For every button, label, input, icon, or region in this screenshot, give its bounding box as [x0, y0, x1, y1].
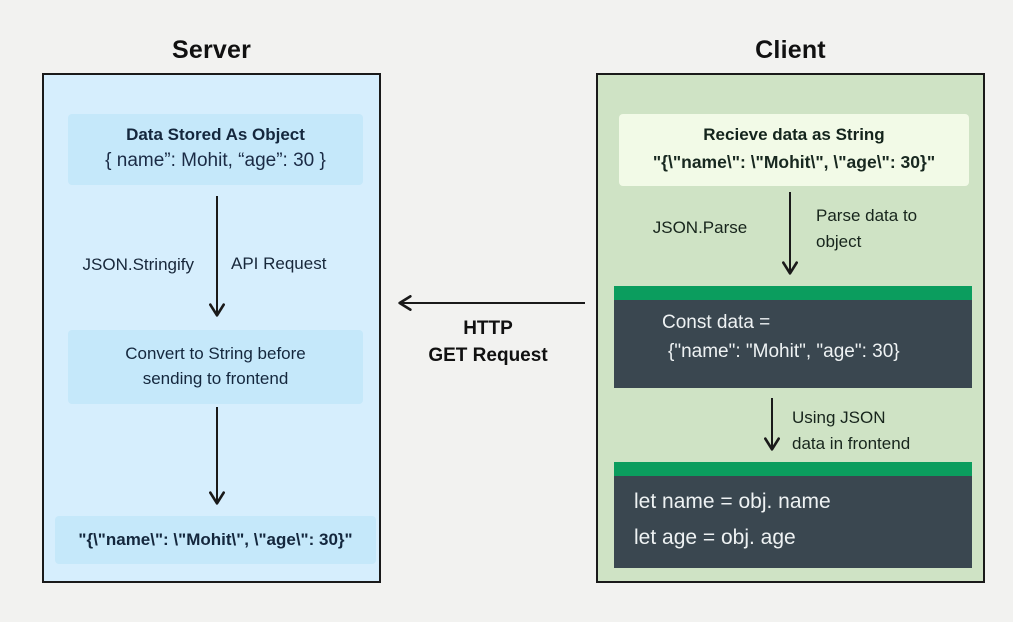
server-object-box: Data Stored As Object { name”: Mohit, “a… — [68, 114, 363, 185]
using-json-note-line2: data in frontend — [792, 433, 911, 453]
let-code-line1: let name = obj. name — [634, 490, 831, 513]
parse-note-line2: object — [816, 231, 862, 251]
parse-note: Parse data to object — [816, 203, 917, 254]
server-convert-line1: Convert to String before — [125, 344, 306, 364]
parse-note-line1: Parse data to — [816, 206, 918, 225]
using-json-note: Using JSON data in frontend — [792, 405, 910, 456]
json-parse-label: JSON.Parse — [652, 218, 748, 237]
const-code-line1: Const data = — [662, 312, 771, 333]
client-receive-box-code: "{\"name\": \"Mohit\", \"age\": 30}" — [652, 152, 936, 172]
green-accent-strip — [614, 462, 972, 476]
server-title: Server — [171, 36, 252, 64]
let-code-line2: let age = obj. age — [634, 526, 796, 549]
client-receive-box: Recieve data as String "{\"name\": \"Moh… — [619, 114, 969, 186]
server-object-box-code: { name”: Mohit, “age”: 30 } — [105, 150, 326, 171]
server-object-box-title: Data Stored As Object — [126, 125, 305, 144]
http-label-line2: GET Request — [428, 344, 548, 366]
http-label-line1: HTTP — [463, 318, 513, 339]
client-const-code-box: Const data = {"name": "Mohit", "age": 30… — [614, 286, 972, 388]
server-panel: Data Stored As Object { name”: Mohit, “a… — [42, 73, 381, 583]
json-stringify-label: JSON.Stringify — [82, 255, 194, 274]
client-let-code-box: let name = obj. name let age = obj. age — [614, 462, 972, 568]
client-title: Client — [755, 36, 826, 64]
server-convert-line2: sending to frontend — [142, 369, 289, 388]
client-panel: Recieve data as String "{\"name\": \"Moh… — [596, 73, 985, 583]
server-string-box: "{\"name\": \"Mohit\", \"age\": 30}" — [55, 516, 376, 564]
server-convert-box: Convert to String before sending to fron… — [68, 330, 363, 404]
client-receive-box-title: Recieve data as String — [703, 125, 885, 144]
http-get-request-label: HTTP GET Request — [400, 316, 576, 369]
using-json-note-line1: Using JSON — [792, 408, 886, 427]
green-accent-strip — [614, 286, 972, 300]
const-code-line2: {"name": "Mohit", "age": 30} — [668, 341, 900, 362]
api-request-label: API Request — [231, 254, 327, 273]
